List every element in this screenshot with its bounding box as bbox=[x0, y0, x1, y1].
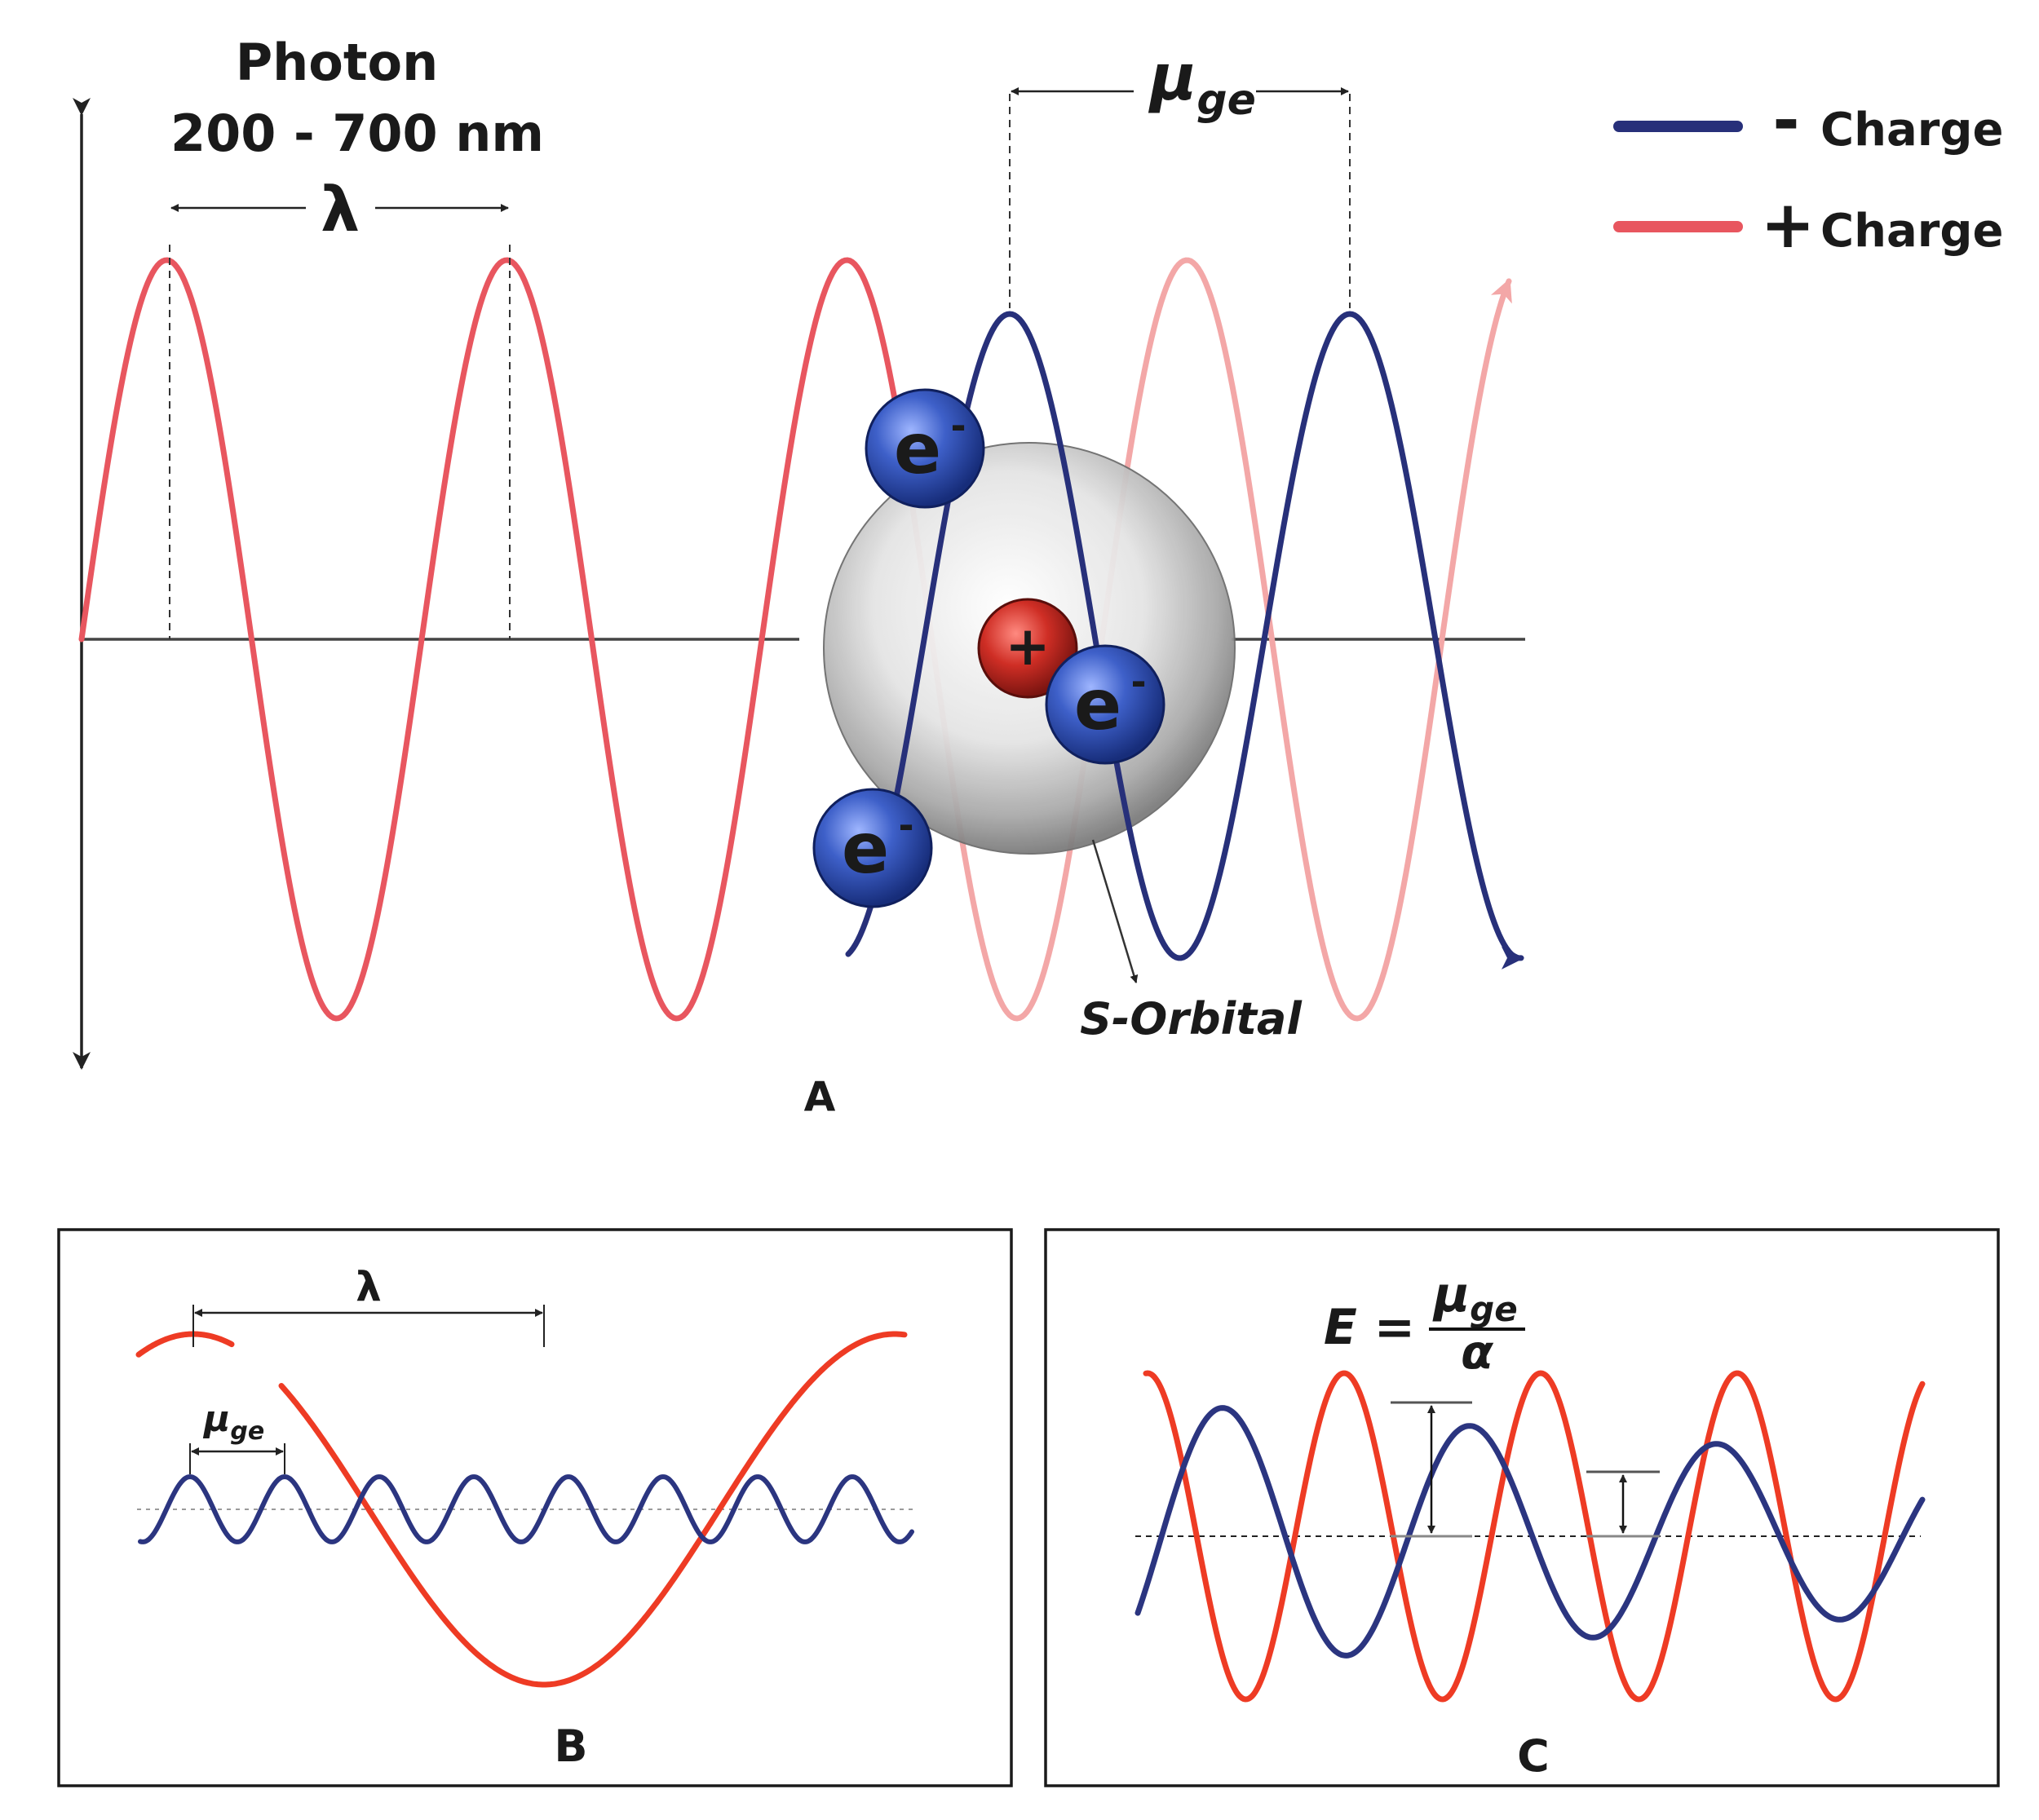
panel-a-label: A bbox=[804, 1073, 836, 1120]
nucleus-label: + bbox=[1005, 615, 1050, 678]
panel-c: E = μge α C bbox=[1044, 1228, 2000, 1787]
orbital-pointer-line bbox=[1091, 839, 1139, 983]
electron-center: e - bbox=[1045, 644, 1165, 765]
legend-label-negative: Charge bbox=[1820, 104, 2003, 157]
panel-b-mu-label: μge bbox=[202, 1398, 264, 1446]
lambda-label: λ bbox=[321, 173, 360, 245]
nucleus: + bbox=[977, 598, 1078, 699]
electron-charge-sign: - bbox=[898, 803, 913, 847]
equation-denominator: α bbox=[1461, 1324, 1494, 1380]
equation-numerator: μge bbox=[1432, 1266, 1518, 1329]
positive-charge-wave bbox=[78, 257, 900, 1022]
panel-b-frame bbox=[57, 1228, 1013, 1787]
electron-charge-sign: - bbox=[950, 404, 966, 448]
panel-b: λ μge B bbox=[57, 1228, 1013, 1787]
panel-b-red-wave bbox=[278, 1331, 908, 1688]
panel-b-lambda-label: λ bbox=[356, 1263, 382, 1310]
electron-symbol: e bbox=[1074, 665, 1121, 746]
equation-lhs: E = bbox=[1324, 1299, 1415, 1356]
electron-symbol: e bbox=[894, 409, 941, 490]
legend: - Charge + Charge bbox=[1613, 82, 2003, 263]
panel-a: + e - e - e - λ Photon 200 - 700 nm bbox=[73, 33, 1525, 1120]
legend-label-positive: Charge bbox=[1820, 205, 2003, 258]
electron-bottom: e - bbox=[812, 788, 933, 908]
legend-sign-negative: - bbox=[1772, 82, 1799, 158]
panel-c-blue-wave bbox=[1134, 1405, 1926, 1659]
legend-sign-positive: + bbox=[1760, 187, 1815, 263]
orbital-label: S-Orbital bbox=[1080, 993, 1303, 1045]
panel-b-blue-wave bbox=[138, 1474, 914, 1544]
panel-c-label: C bbox=[1517, 1730, 1550, 1782]
panel-c-equation: E = μge α bbox=[1324, 1266, 1525, 1380]
mu-ge-label: μge bbox=[1148, 42, 1256, 125]
photon-range: 200 - 700 nm bbox=[170, 104, 544, 163]
electron-charge-sign: - bbox=[1130, 660, 1146, 704]
panel-b-label: B bbox=[554, 1721, 587, 1772]
electron-symbol: e bbox=[842, 808, 889, 890]
positive-charge-wave-faded bbox=[894, 257, 1512, 1022]
photon-title: Photon bbox=[236, 33, 439, 92]
electron-top: e - bbox=[865, 388, 985, 509]
panel-b-red-wave-start bbox=[135, 1331, 235, 1358]
